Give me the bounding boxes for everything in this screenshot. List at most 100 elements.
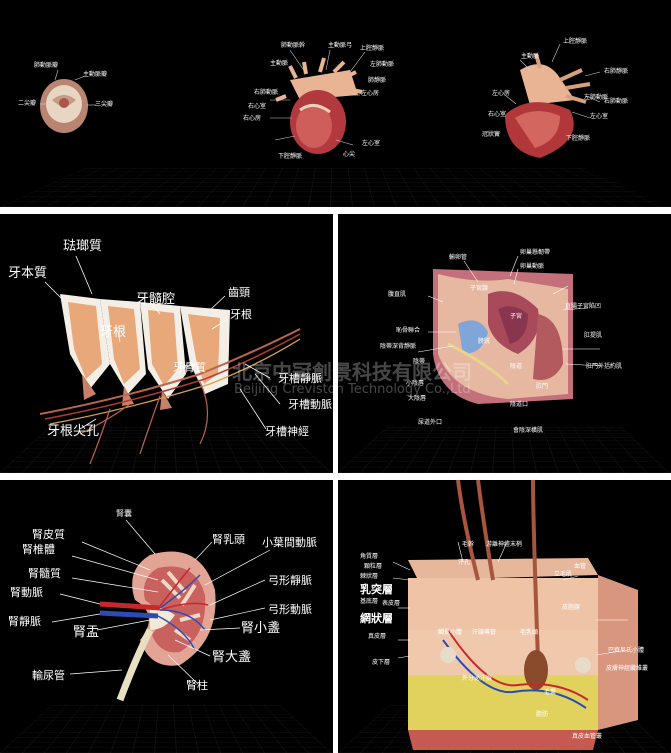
label-ureter: 輸尿管 [32, 669, 65, 682]
label-alveolar-bone: 牙骨質 [173, 361, 206, 374]
label-pulmonary-valve: 肺動脈瓣 [34, 62, 59, 69]
label-renal-vein: 腎靜脈 [8, 615, 41, 628]
label-pelvis-8: 膀胱 [478, 338, 491, 345]
label-enamel: 琺瑯質 [63, 239, 103, 254]
label-renal-artery: 腎動脈 [10, 586, 43, 599]
label-heart-back-5: 左心室 [590, 113, 609, 120]
label-heart-front-8: 心尖 [343, 151, 356, 158]
label-interlobular-artery: 小葉間動脈 [262, 536, 317, 549]
label-heart-back-0: 主動脈 [521, 53, 540, 60]
label-alveolar-artery: 牙槽動脈 [288, 398, 332, 411]
label-heart-front-10: 主動脈 [270, 60, 289, 67]
label-pelvis-16: 陰道口 [510, 401, 529, 408]
label-heart-front-6: 左心室 [362, 140, 381, 147]
teeth-section [60, 294, 230, 410]
label-pelvis-3: 子宮腺 [470, 285, 489, 292]
label-pelvis-0: 輸卵管 [449, 254, 468, 261]
label-skin-9: 基底層 [360, 598, 379, 605]
label-pelvis-18: 肛門外括約肌 [586, 363, 623, 370]
label-skin-1: 立毛肌 [554, 571, 573, 578]
label-skin-22: 血管 [574, 563, 587, 570]
label-mitral-valve: 二尖瓣 [18, 100, 37, 107]
label-skin-23: 汗孔 [458, 559, 471, 566]
label-skin-15: 游離神經末梢 [486, 541, 523, 548]
label-pelvis-4: 腹直肌 [388, 291, 407, 298]
label-heart-back-1: 上腔靜脈 [563, 38, 588, 45]
label-heart-front-12: 右肺動脈 [254, 89, 279, 96]
label-heart-front-1: 主動脈弓 [328, 42, 353, 49]
label-heart-front-9: 肺靜脈 [368, 77, 387, 84]
label-leader-lines [392, 539, 629, 659]
label-pelvis-7: 恥骨聯合 [396, 327, 421, 334]
label-skin-14: 皮下層 [372, 659, 391, 666]
label-pelvis-12: 肛提肌 [584, 332, 603, 339]
label-pelvis-9: 陰蒂深背靜脈 [380, 343, 417, 350]
label-skin-10: 表皮層 [382, 600, 401, 607]
label-skin-0: 毛幹 [462, 541, 475, 548]
alveolar-vessels [39, 328, 301, 465]
pelvis-section [433, 269, 573, 404]
label-pelvis-1: 卵巢懸韌帶 [520, 249, 551, 256]
label-leader-lines [44, 255, 281, 430]
label-skin-18: 巴齊尼氏小體 [608, 647, 645, 654]
label-heart-back-6: 下腔靜脈 [566, 135, 591, 142]
label-skin-19: 皮膚神經纖維叢 [606, 665, 649, 672]
label-medulla: 腎髓質 [28, 567, 61, 580]
label-pelvis-5: 直腸子宮陷凹 [565, 303, 602, 310]
panel-female-pelvis: 輸卵管 卵巢懸韌帶 卵巢動脈 子宮腺 腹直肌 直腸子宮陷凹 子宮 恥骨聯合 膀胱… [338, 214, 671, 473]
panel-kidney-anatomy: 腎囊 腎皮質 腎椎體 腎髓質 腎乳頭 小葉間動脈 弓形靜脈 弓形動脈 腎動脈 腎… [0, 480, 333, 753]
label-minor-calyx: 腎小盞 [241, 621, 281, 636]
label-pelvis: 腎盂 [73, 625, 100, 640]
skin-block [408, 480, 638, 750]
label-heart-front-2: 上腔靜脈 [360, 45, 385, 52]
panel-heart-views: 二尖瓣 肺動脈瓣 主動脈瓣 三尖瓣 肺動脈幹 主動脈弓 上腔靜脈 右心室 右心房… [0, 0, 671, 207]
label-pulp-cavity: 牙髓腔 [136, 292, 176, 307]
label-pelvis-19: 會陰深橫肌 [513, 427, 544, 434]
label-renal-column: 腎柱 [186, 679, 208, 692]
label-skin-6: 角質層 [360, 553, 379, 560]
label-cortex: 腎皮質 [32, 528, 65, 541]
label-apical-foramen: 牙根尖孔 [47, 424, 100, 439]
label-skin-12: 網狀層 [360, 612, 393, 625]
label-skin-20: 真皮血管叢 [572, 733, 603, 740]
heart-front-model [275, 57, 363, 154]
label-skin-4: 皮脂腺 [562, 604, 581, 611]
label-tricuspid-valve: 三尖瓣 [95, 101, 114, 108]
label-aortic-valve: 主動脈瓣 [83, 71, 108, 78]
label-skin-5: 汗腺導管 [472, 629, 497, 636]
label-skin-2: 毛乳頭 [520, 629, 539, 636]
label-heart-front-7: 下腔靜脈 [278, 153, 303, 160]
label-crown: 齒頸 [228, 286, 250, 299]
label-skin-11: 乳突層 [360, 583, 393, 596]
panel-skin-anatomy: 毛幹 立毛肌 毛乳頭 觸覺小體 皮脂腺 汗腺導管 角質層 顆粒層 棘狀層 基底層… [338, 480, 671, 753]
label-dentin: 牙本質 [8, 266, 48, 281]
label-pelvis-15: 尿道外口 [418, 419, 443, 426]
label-heart-front-5: 左心房 [361, 90, 380, 97]
label-skin-8: 棘狀層 [360, 573, 379, 580]
label-heart-back-9: 右心室 [488, 111, 507, 118]
label-skin-21: 脂肪 [536, 711, 549, 718]
label-pelvis-6: 子宮 [510, 313, 523, 320]
label-heart-front-0: 肺動脈幹 [281, 42, 306, 49]
label-arcuate-artery: 弓形動脈 [268, 603, 312, 616]
label-alveolar-vein: 牙槽靜脈 [278, 372, 322, 385]
label-capsule: 腎囊 [116, 509, 132, 518]
heart-illustrations [40, 43, 601, 158]
label-heart-back-8: 冠狀竇 [482, 131, 501, 138]
label-heart-back-7: 左肺動脈 [584, 94, 609, 101]
label-papilla: 腎乳頭 [212, 533, 245, 546]
label-pelvis-17: 肛門 [536, 383, 549, 390]
label-heart-back-3: 右肺動脈 [604, 98, 629, 105]
label-pelvis-14: 大陰唇 [408, 395, 427, 402]
label-column: 腎椎體 [22, 543, 55, 556]
label-heart-front-11: 左肺動脈 [370, 61, 395, 68]
label-alveolar-nerve: 牙槽神經 [265, 425, 309, 438]
label-pelvis-11: 陰蒂 [413, 358, 426, 365]
label-skin-7: 顆粒層 [364, 563, 383, 570]
label-skin-13: 真皮層 [368, 633, 387, 640]
label-heart-back-2: 右肺靜脈 [604, 68, 629, 75]
label-root-right: 牙根 [230, 308, 252, 321]
label-pelvis-10: 陰道 [510, 363, 523, 370]
kidney-illustration [51, 519, 271, 702]
tooth-illustration [39, 255, 301, 465]
